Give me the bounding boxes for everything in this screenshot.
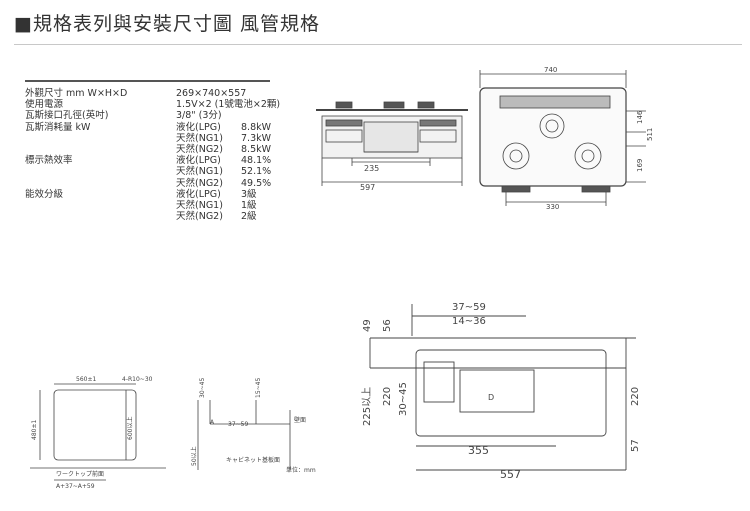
dim-220-left: 220: [382, 387, 393, 406]
dim-15-45: 15~45: [255, 378, 262, 398]
spec-label: 能效分級: [25, 188, 64, 200]
dim-50: 50以上: [190, 446, 198, 466]
wall-label: 壁面: [294, 416, 306, 424]
unit-label: 単位：mm: [286, 466, 316, 474]
front-view-drawing: 235 597: [316, 101, 468, 192]
cabinet-label: キャビネット基板面: [226, 456, 280, 464]
small-section-drawing: 30~45 15~45 A 37~59 50以上 キャビネット基板面 壁面 単位…: [190, 378, 316, 474]
spec-value: 天然(NG2): [176, 211, 223, 223]
dim-56: 56: [382, 319, 393, 332]
dim-146: 146: [636, 110, 644, 124]
dim-597: 597: [360, 183, 375, 192]
spec-number: 2級: [241, 211, 257, 223]
dim-radius: 4-R10~30: [122, 376, 153, 383]
dim-30-45: 30~45: [398, 382, 409, 416]
dim-355: 355: [468, 444, 489, 457]
dim-30-45: 30~45: [199, 378, 206, 398]
dim-560: 560±1: [76, 376, 96, 383]
dim-37-59: 37~59: [452, 302, 486, 313]
letter-d: D: [488, 393, 494, 402]
title-divider: [14, 44, 742, 45]
dim-511: 511: [646, 128, 654, 141]
spec-value: 3/8" (3分): [176, 110, 222, 122]
spec-number: 8.5kW: [241, 143, 272, 155]
dim-600: 600以上: [126, 417, 134, 440]
spec-value: 天然(NG1): [176, 166, 223, 178]
top-view-drawing: 740 146 511 169 330: [479, 66, 654, 210]
spec-number: 8.8kW: [241, 121, 272, 133]
dim-49: 49: [362, 319, 373, 332]
dim-330: 330: [546, 203, 559, 210]
spec-value: 天然(NG2): [176, 143, 223, 155]
spec-table-rule: [25, 80, 270, 82]
dim-14-36: 14~36: [452, 316, 486, 327]
spec-value: 天然(NG1): [176, 132, 223, 144]
spec-value: 1.5V×2 (1號電池×2顆): [176, 99, 281, 111]
spec-label: 瓦斯消耗量 kW: [25, 121, 91, 133]
dim-235: 235: [364, 164, 379, 173]
spec-label: 外觀尺寸 mm W×H×D: [25, 88, 128, 99]
dim-a: A+37~A+59: [56, 483, 95, 490]
dim-169: 169: [636, 159, 644, 172]
dim-220-right: 220: [630, 387, 641, 406]
page-title: ■規格表列與安裝尺寸圖 風管規格: [14, 13, 320, 35]
spec-label: 使用電源: [25, 99, 64, 111]
spec-value: 液化(LPG): [176, 121, 221, 133]
spec-number: 49.5%: [241, 177, 272, 189]
spec-number: 3級: [241, 188, 257, 200]
spec-number: 52.1%: [241, 166, 272, 178]
letter-a: A: [210, 419, 215, 426]
dim-37-59: 37~59: [228, 421, 248, 428]
spec-number: 7.3kW: [241, 132, 272, 144]
spec-label: 標示熱效率: [25, 155, 73, 167]
dim-225: 225以上: [361, 387, 373, 426]
spec-number: 48.1%: [241, 155, 272, 167]
dim-57: 57: [630, 439, 641, 452]
spec-value: 液化(LPG): [176, 188, 221, 200]
worktop-label: ワークトップ前面: [56, 470, 104, 478]
dim-557: 557: [500, 468, 521, 481]
large-section-drawing: 37~59 14~36 49 56 225以上 220 30~45 355 55…: [361, 302, 641, 481]
spec-number: 1級: [241, 199, 257, 211]
spec-value: 天然(NG1): [176, 199, 223, 211]
spec-value: 天然(NG2): [176, 177, 223, 189]
spec-value: 液化(LPG): [176, 155, 221, 167]
dim-480: 480±1: [31, 420, 38, 440]
spec-label: 瓦斯接口孔徑(英吋): [25, 110, 109, 122]
cutout-drawing: 560±1 4-R10~30 480±1 600以上 ワークトップ前面 A+37…: [30, 376, 166, 490]
dim-740: 740: [544, 66, 557, 74]
spec-value: 269×740×557: [176, 88, 247, 99]
